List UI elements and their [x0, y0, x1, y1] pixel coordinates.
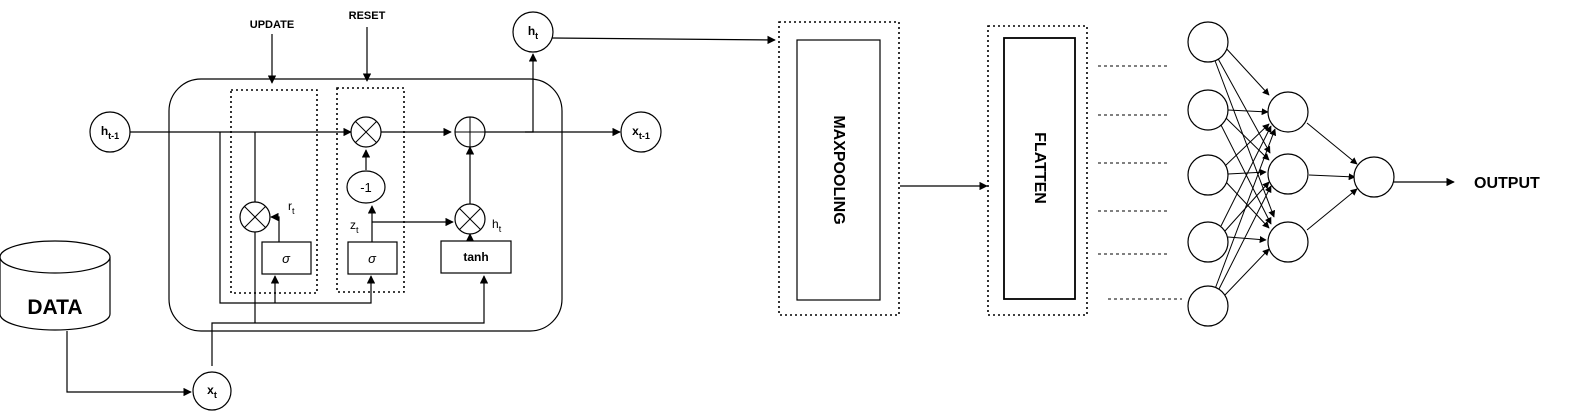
nn-input-node — [1187, 89, 1229, 131]
svg-text:-1: -1 — [360, 180, 372, 195]
data-label: DATA — [27, 296, 82, 319]
update-sigma-box: σ — [261, 241, 312, 275]
nn-edges — [1213, 45, 1455, 297]
h-t-output-node: ht — [512, 11, 554, 53]
svg-text:tanh: tanh — [463, 250, 488, 264]
maxpooling-label: MAXPOOLING — [830, 115, 847, 224]
data-cylinder: DATA — [0, 240, 111, 331]
maxpooling-box — [796, 39, 881, 301]
reset-label: RESET — [349, 10, 386, 22]
nn-output-node — [1353, 156, 1395, 198]
output-label: OUTPUT — [1474, 175, 1540, 192]
reset-gate-box — [336, 87, 405, 293]
nn-input-node — [1187, 285, 1229, 327]
update-gate-box — [230, 89, 318, 294]
update-multiply-node — [239, 201, 271, 233]
nn-input-node — [1187, 221, 1229, 263]
svg-text:ht: ht — [528, 24, 538, 41]
svg-text:σ: σ — [368, 251, 377, 266]
nn-hidden-layer — [1267, 91, 1309, 263]
add-node — [454, 116, 486, 148]
nn-hidden-node — [1267, 153, 1309, 195]
nn-output-layer — [1353, 156, 1395, 198]
maxpooling-dotted-frame — [778, 21, 900, 316]
update-label: UPDATE — [250, 19, 294, 31]
r-t-label: rt — [288, 199, 295, 216]
flatten-label: FLATTEN — [1031, 132, 1048, 204]
flatten-dotted-frame — [987, 25, 1088, 316]
svg-text:xt: xt — [207, 383, 217, 400]
x-prev-node: xt-1 — [620, 111, 662, 153]
tanh-box: tanh — [440, 240, 512, 274]
flatten-dashed-connectors — [1098, 65, 1182, 300]
svg-text:σ: σ — [282, 251, 291, 266]
flatten-box — [1003, 37, 1076, 300]
x-t-input-node: xt — [192, 371, 232, 411]
reset-sigma-box: σ — [347, 241, 398, 275]
candidate-multiply-node — [454, 203, 486, 235]
h-prev-node: ht-1 — [89, 111, 131, 153]
svg-text:ht-1: ht-1 — [101, 124, 119, 141]
nn-hidden-node — [1267, 221, 1309, 263]
nn-hidden-node — [1267, 91, 1309, 133]
h-tilde-label: ht — [492, 217, 502, 234]
nn-input-layer — [1187, 21, 1229, 327]
nn-input-node — [1187, 154, 1229, 196]
minus-one-node: -1 — [346, 170, 386, 204]
z-t-label: zt — [350, 218, 359, 235]
reset-multiply-node — [350, 116, 382, 148]
svg-text:xt-1: xt-1 — [632, 124, 650, 141]
nn-input-node — [1187, 21, 1229, 63]
